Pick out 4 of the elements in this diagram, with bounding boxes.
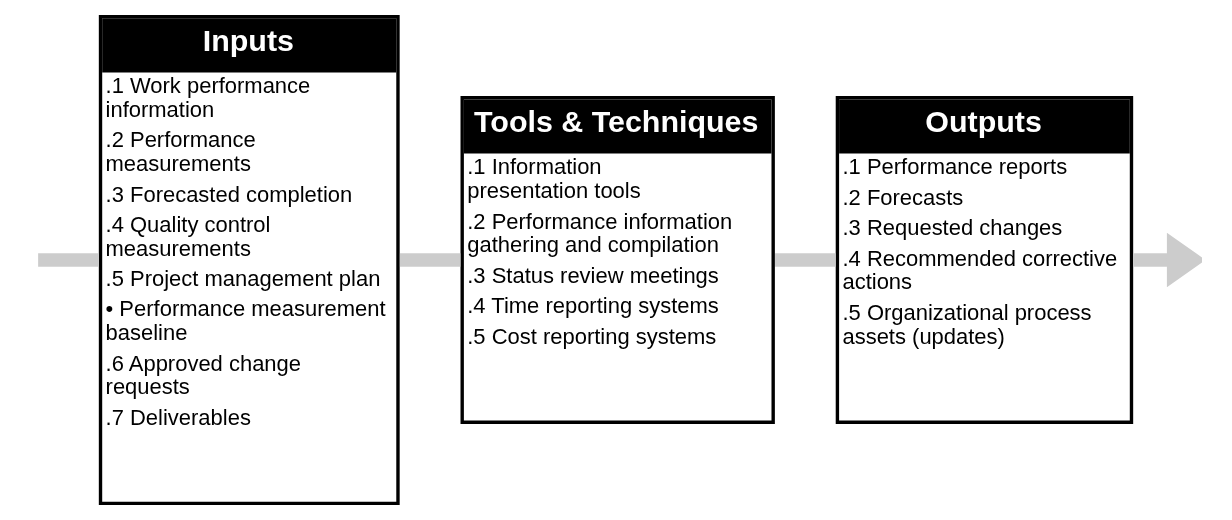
connector [775,253,836,267]
connector [38,253,99,267]
connector [399,253,461,267]
arrow [1133,232,1202,288]
